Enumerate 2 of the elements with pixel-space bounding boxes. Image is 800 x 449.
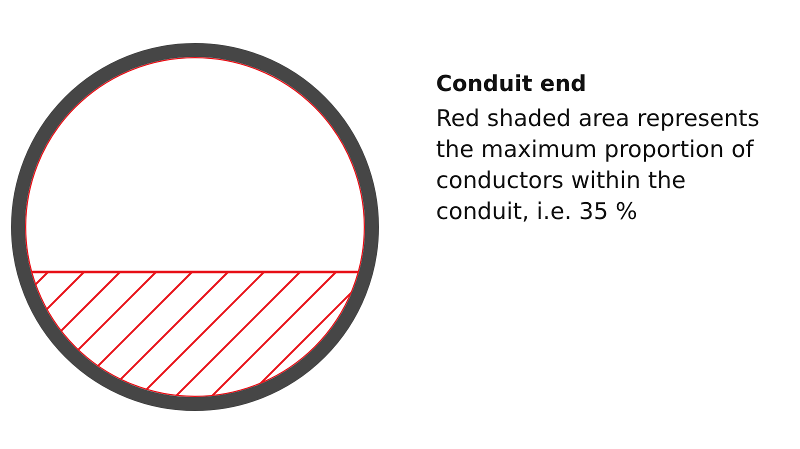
description-text: Red shaded area represents the maximum proportion of conductors within the conduit, i.e. 35 %	[436, 105, 760, 228]
heading: Conduit end	[436, 71, 588, 99]
